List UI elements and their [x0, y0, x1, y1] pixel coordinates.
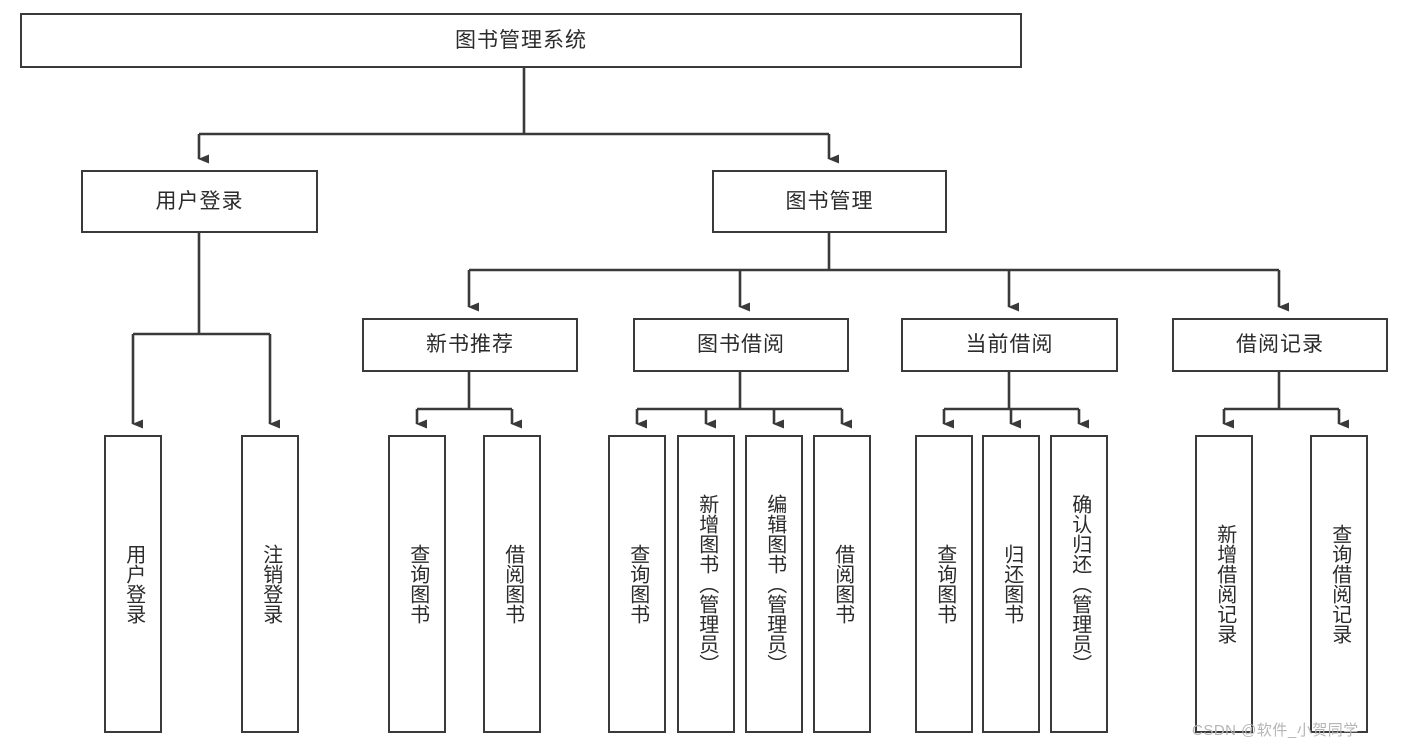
node-label: 查询图书 — [406, 544, 429, 624]
node-label: 图书管理系统 — [455, 28, 587, 52]
node-leaf-edit-book[interactable]: 编辑图书（管理员） — [745, 435, 803, 733]
node-book-borrow[interactable]: 图书借阅 — [633, 318, 849, 372]
node-leaf-borrow-book-recommend[interactable]: 借阅图书 — [483, 435, 541, 733]
node-label: 图书借阅 — [697, 333, 785, 357]
node-label: 确认归还（管理员） — [1068, 494, 1091, 674]
node-leaf-logout[interactable]: 注销登录 — [241, 435, 299, 733]
node-leaf-query-book-recommend[interactable]: 查询图书 — [388, 435, 446, 733]
node-label: 查询图书 — [626, 544, 649, 624]
node-leaf-add-borrow-record[interactable]: 新增借阅记录 — [1195, 435, 1253, 733]
node-label: 借阅图书 — [501, 544, 524, 624]
node-user-login[interactable]: 用户登录 — [81, 170, 318, 233]
node-label: 注销登录 — [259, 544, 282, 624]
node-current-borrow[interactable]: 当前借阅 — [901, 318, 1118, 372]
node-label: 查询图书 — [933, 544, 956, 624]
node-label: 用户登录 — [122, 544, 145, 624]
node-leaf-query-borrow-record[interactable]: 查询借阅记录 — [1310, 435, 1368, 733]
csdn-watermark: CSDN @软件_小贺同学 — [1192, 722, 1359, 739]
node-leaf-return-book[interactable]: 归还图书 — [982, 435, 1040, 733]
node-leaf-query-book-current[interactable]: 查询图书 — [915, 435, 973, 733]
node-label: 新书推荐 — [426, 333, 514, 357]
node-new-book-recommend[interactable]: 新书推荐 — [362, 318, 578, 372]
node-label: 新增图书（管理员） — [695, 494, 718, 674]
node-leaf-confirm-return[interactable]: 确认归还（管理员） — [1050, 435, 1108, 733]
node-label: 新增借阅记录 — [1213, 524, 1236, 644]
node-leaf-add-book[interactable]: 新增图书（管理员） — [677, 435, 735, 733]
node-leaf-borrow-book[interactable]: 借阅图书 — [813, 435, 871, 733]
node-label: 归还图书 — [1000, 544, 1023, 624]
node-label: 借阅图书 — [831, 544, 854, 624]
node-label: 当前借阅 — [965, 333, 1054, 357]
node-label: 借阅记录 — [1236, 333, 1324, 357]
node-label: 图书管理 — [785, 189, 874, 213]
node-borrow-record[interactable]: 借阅记录 — [1172, 318, 1388, 372]
node-leaf-user-login[interactable]: 用户登录 — [104, 435, 162, 733]
node-label: 编辑图书（管理员） — [763, 494, 786, 674]
node-label: 用户登录 — [155, 189, 244, 213]
node-leaf-query-book-borrow[interactable]: 查询图书 — [608, 435, 666, 733]
node-root[interactable]: 图书管理系统 — [20, 13, 1022, 68]
node-book-manage[interactable]: 图书管理 — [712, 170, 947, 233]
node-label: 查询借阅记录 — [1328, 524, 1351, 644]
